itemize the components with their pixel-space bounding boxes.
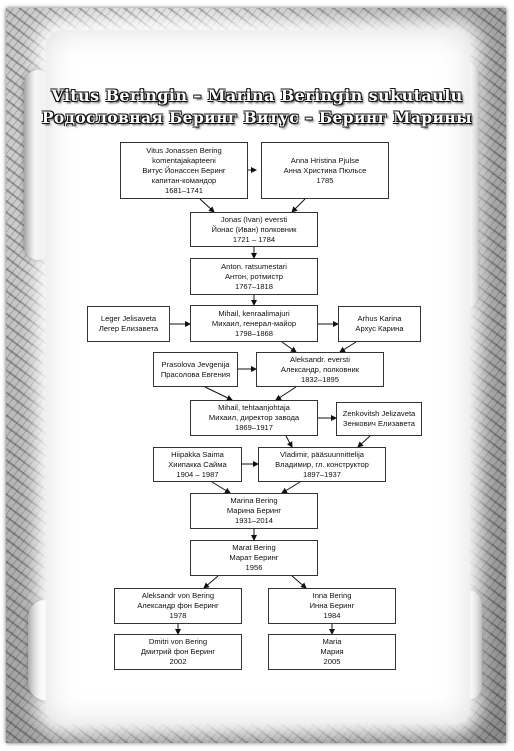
person-line: Zenkovitsh Jelizaveta — [342, 409, 416, 418]
person-line: komentajakapteeni — [152, 155, 216, 165]
person-line: Aleksandr von Bering — [141, 591, 215, 600]
person-line: Anna Hristina Pjulse — [290, 155, 360, 165]
person-line: 1869–1917 — [234, 423, 273, 432]
person-line: капитан-командор — [151, 175, 217, 185]
person-line: Dmitri von Bering — [148, 637, 208, 646]
person-line: 1798–1868 — [234, 328, 273, 338]
person-line: 2002 — [169, 657, 187, 666]
person-line: Leger Jelisaveta — [100, 314, 157, 323]
person-line: Прасолова Евгения — [160, 369, 231, 379]
person-line: Александр, полковник — [280, 364, 360, 374]
person-line: Мария — [320, 647, 344, 656]
person-line: Marat Bering — [232, 543, 276, 552]
person-line: Anton. ratsumestari — [221, 261, 287, 271]
person-line: Hiipakka Saima — [171, 449, 224, 459]
person-line: 1978 — [169, 611, 187, 620]
person-line: 1984 — [323, 611, 341, 620]
person-line: Михаил, директор завода — [208, 413, 300, 422]
person-line: Александр фон Беринг — [137, 601, 219, 610]
person-line: Mihail, tehtaanjohtaja — [218, 403, 290, 412]
person-line: 1931–2014 — [234, 516, 273, 525]
person-line: 2005 — [323, 657, 341, 666]
person-line: 1767–1818 — [234, 281, 273, 291]
person-line: Владимир, гл. конструктор — [275, 459, 369, 469]
person-line: Витус Йонассен Беринг — [142, 165, 226, 175]
title-finnish: Vitus Beringin – Marina Beringin sukutau… — [51, 86, 463, 105]
person-line: 1785 — [316, 175, 334, 185]
person-line: Михаил, генерал-майор — [211, 318, 297, 328]
person-line: Prasolova Jevgenija — [161, 359, 230, 369]
person-line: Йонас (Иван) полковник — [211, 224, 297, 234]
person-line: Дмитрий фон Беринг — [140, 647, 216, 656]
person-line: 1681–1741 — [164, 185, 203, 195]
person-line: Антон, ротмистр — [224, 271, 283, 281]
person-line: 1721 – 1784 — [232, 234, 276, 244]
person-line: Jonas (Ivan) eversti — [220, 214, 288, 224]
person-line: Aleksandr. eversti — [290, 354, 350, 364]
person-line: Mihail, kenraalimajuri — [218, 308, 290, 318]
person-line: Марина Беринг — [226, 506, 282, 515]
person-line: Инна Беринг — [309, 601, 355, 610]
person-line: Марат Беринг — [229, 553, 279, 562]
person-line: 1956 — [245, 563, 263, 572]
person-line: Vladimir, pääsuunnittelija — [279, 449, 364, 459]
person-line: Легер Елизавета — [98, 324, 159, 333]
person-line: Marina Bering — [230, 496, 278, 505]
person-line: Анна Христина Пюльсе — [283, 165, 367, 175]
title-russian: Родословная Беринг Витус – Беринг Марины — [41, 108, 473, 127]
person-line: Архус Карина — [355, 324, 404, 333]
person-line: 1832–1895 — [300, 374, 339, 384]
person-line: Inna Bering — [312, 591, 352, 600]
person-line: 1904 – 1987 — [176, 469, 219, 479]
person-line: 1897–1937 — [302, 469, 341, 479]
person-line: Arhus Karina — [357, 314, 402, 323]
person-line: Maria — [322, 637, 342, 646]
person-line: Хиипакка Сайма — [168, 459, 227, 469]
person-line: Зенкович Елизавета — [343, 419, 415, 428]
person-line: Vitus Jonassen Bering — [146, 145, 222, 155]
